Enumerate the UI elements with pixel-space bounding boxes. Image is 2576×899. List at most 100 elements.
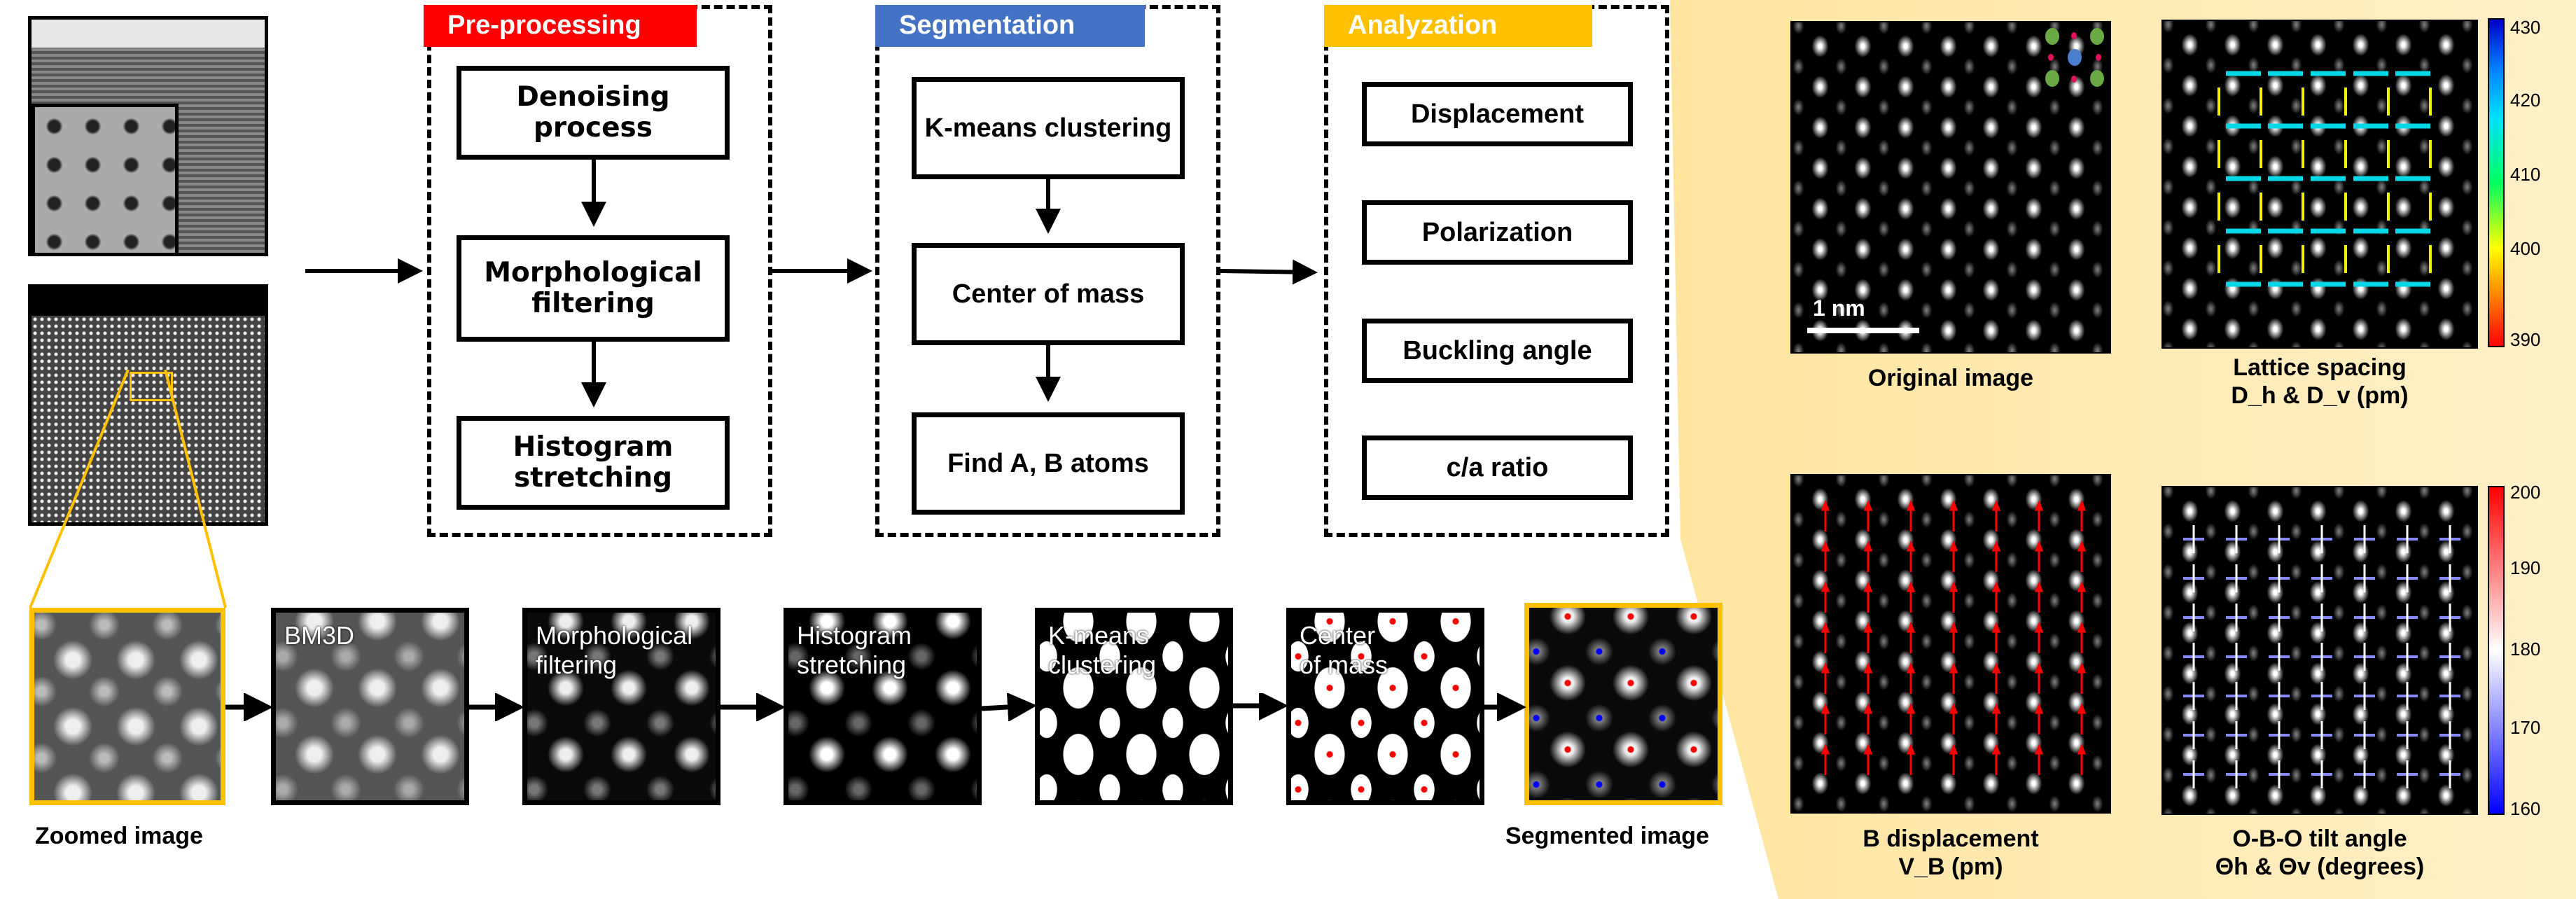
tilt-angle-panel	[2161, 486, 2478, 815]
displacement-arrowhead	[1991, 743, 2001, 755]
lattice-cbar-tick: 430	[2510, 17, 2541, 38]
tilt-cbar-tick: 190	[2510, 557, 2541, 578]
analyzation-label: Analyzation	[1324, 5, 1592, 47]
displacement-arrowhead	[1949, 499, 1958, 511]
displacement-arrowhead	[2077, 580, 2087, 592]
zoom-region-marker	[130, 372, 173, 401]
zoom-lines	[29, 369, 227, 608]
b-displacement-panel	[1790, 474, 2111, 814]
b-displacement-caption-2: V_B (pm)	[1898, 853, 2003, 880]
zoomed-image-caption: Zoomed image	[35, 823, 203, 849]
displacement-arrowhead	[2077, 702, 2087, 714]
displacement-arrowhead	[1906, 580, 1916, 592]
displacement-arrowhead	[1991, 702, 2001, 714]
scale-bar	[1807, 328, 1919, 333]
displacement-arrowhead	[1863, 580, 1873, 592]
displacement-arrowhead	[2077, 743, 2087, 755]
displacement-arrowhead	[1863, 499, 1873, 511]
displacement-arrowhead	[1820, 702, 1830, 714]
displacement-arrowhead	[2034, 621, 2044, 633]
displacement-arrowhead	[1906, 540, 1916, 552]
displacement-arrowhead	[1820, 499, 1830, 511]
input-stem-image-bf	[28, 16, 268, 256]
original-image-caption: Original image	[1867, 365, 2034, 391]
tilt-caption-1: O-B-O tilt angle	[2232, 825, 2407, 852]
original-image-panel: 1 nm	[1790, 21, 2111, 354]
tilt-cbar-tick: 180	[2510, 639, 2541, 660]
scale-bar-label: 1 nm	[1813, 295, 1865, 321]
zoomed-image	[29, 608, 225, 805]
displacement-arrowhead	[1820, 662, 1830, 674]
displacement-arrowhead	[2077, 621, 2087, 633]
input-stem-image-haadf	[28, 284, 268, 526]
displacement-arrowhead	[1991, 499, 2001, 511]
analysis-polarization: Polarization	[1362, 200, 1633, 265]
preprocessing-label: Pre-processing	[424, 5, 697, 47]
pipeline-arrows	[225, 693, 1526, 721]
analysis-buckling-angle: Buckling angle	[1362, 319, 1633, 383]
lattice-cbar-tick: 410	[2510, 164, 2541, 185]
displacement-arrowhead	[2034, 743, 2044, 755]
displacement-arrowhead	[1991, 662, 2001, 674]
tilt-cbar-tick: 160	[2510, 798, 2541, 819]
lattice-spacing-overlay	[2218, 71, 2432, 287]
displacement-arrowhead	[1863, 621, 1873, 633]
tilt-cbar-tick: 170	[2510, 717, 2541, 738]
displacement-arrowhead	[1991, 540, 2001, 552]
displacement-arrowhead	[2034, 540, 2044, 552]
displacement-arrowhead	[1863, 662, 1873, 674]
displacement-arrowhead	[2077, 499, 2087, 511]
lattice-cbar-tick: 400	[2510, 238, 2541, 259]
segmentation-label: Segmentation	[875, 5, 1145, 47]
histogram-image: Histogram stretching	[784, 608, 982, 805]
displacement-arrowhead	[1863, 702, 1873, 714]
segmented-image	[1524, 603, 1722, 805]
displacement-arrowhead	[1906, 621, 1916, 633]
step-histogram-stretching: Histogram stretching	[457, 416, 730, 510]
morphological-image: Morphological filtering	[522, 608, 720, 805]
analysis-ca-ratio: c/a ratio	[1362, 435, 1633, 500]
lattice-caption-1: Lattice spacing	[2233, 354, 2407, 381]
step-find-atoms: Find A, B atoms	[912, 412, 1185, 515]
center-of-mass-image: Center of mass	[1286, 608, 1484, 805]
horizontal-spacing-markers	[2226, 71, 2430, 287]
lattice-spacing-panel	[2161, 20, 2478, 349]
displacement-arrowhead	[2077, 540, 2087, 552]
displacement-arrowhead	[1820, 743, 1830, 755]
atom-model-legend	[2045, 28, 2104, 87]
displacement-arrowhead	[1949, 540, 1958, 552]
displacement-arrowhead	[2077, 662, 2087, 674]
displacement-arrowhead	[1906, 743, 1916, 755]
displacement-arrowhead	[1863, 540, 1873, 552]
b-displacement-caption-1: B displacement	[1863, 825, 2039, 852]
displacement-arrowhead	[1820, 621, 1830, 633]
flow-arrows	[305, 160, 1318, 407]
displacement-arrowhead	[1906, 702, 1916, 714]
displacement-arrowhead	[2034, 662, 2044, 674]
analysis-displacement: Displacement	[1362, 82, 1633, 146]
step-kmeans: K-means clustering	[912, 77, 1185, 179]
bm3d-label: BM3D	[284, 621, 355, 650]
morphological-label: Morphological filtering	[536, 621, 693, 679]
lattice-cbar-tick: 390	[2510, 329, 2541, 350]
displacement-arrowhead	[1949, 743, 1958, 755]
lattice-caption-2: D_h & D_v (pm)	[2231, 382, 2409, 409]
tilt-cbar-tick: 200	[2510, 482, 2541, 503]
displacement-arrowhead	[1949, 580, 1958, 592]
displacement-arrowhead	[1949, 621, 1958, 633]
displacement-arrowhead	[1991, 621, 2001, 633]
step-morphological-filtering: Morphological filtering	[457, 235, 730, 342]
kmeans-image: K-means clustering	[1035, 608, 1233, 805]
histogram-label: Histogram stretching	[797, 621, 912, 679]
displacement-arrowhead	[1820, 540, 1830, 552]
inset-image	[32, 104, 179, 253]
displacement-arrowhead	[1820, 580, 1830, 592]
displacement-arrowhead	[1949, 662, 1958, 674]
displacement-arrowhead	[1906, 662, 1916, 674]
kmeans-label: K-means clustering	[1048, 621, 1157, 679]
displacement-arrowhead	[2034, 580, 2044, 592]
arrow-segmentation-to-analyzation	[1220, 259, 1318, 285]
step-center-of-mass: Center of mass	[912, 243, 1185, 345]
displacement-arrowhead	[1906, 499, 1916, 511]
displacement-arrowhead	[1949, 702, 1958, 714]
